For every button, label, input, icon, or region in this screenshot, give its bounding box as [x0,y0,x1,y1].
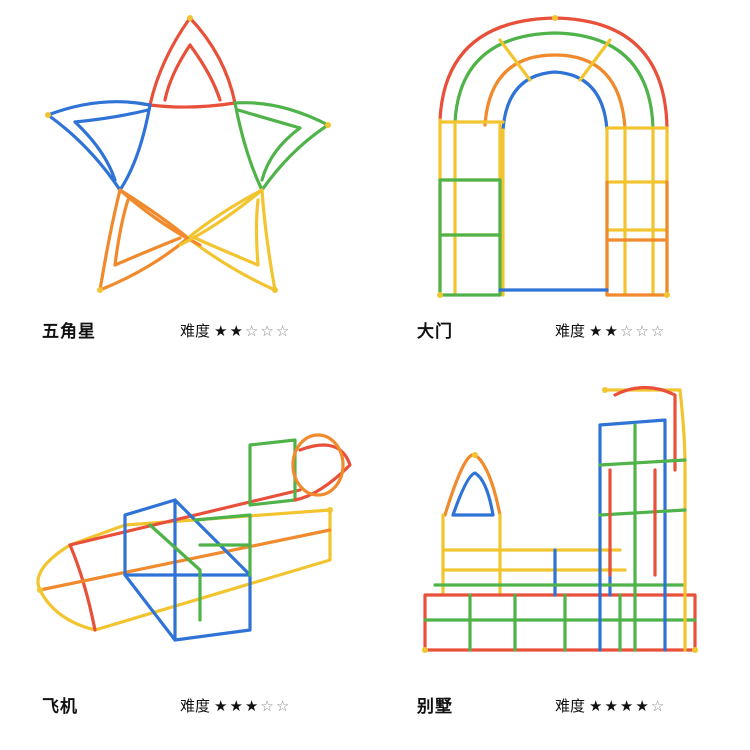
airplane-straw-model-image [36,433,352,642]
difficulty-label: 难度 [180,322,211,340]
panel-villa: 别墅 难度★★★★☆ [375,375,750,750]
panel-gate: 大门 难度★★☆☆☆ [375,0,750,375]
villa-straw-model-image [422,385,698,653]
difficulty-rating: 难度★★☆☆☆ [555,320,664,341]
item-name: 飞机 [42,697,78,717]
star-filled-icon: ★ [214,697,228,715]
star-filled-icon: ★ [604,322,618,340]
star-filled-icon: ★ [604,697,618,715]
star-empty-icon: ☆ [244,322,259,340]
star-empty-icon: ☆ [650,697,665,715]
star-empty-icon: ☆ [635,322,649,340]
difficulty-label: 难度 [555,322,586,340]
star-empty-icon: ☆ [260,322,274,340]
star-empty-icon: ☆ [619,322,634,340]
star-empty-icon: ☆ [650,322,665,340]
star-empty-icon: ☆ [275,322,290,340]
difficulty-rating: 难度★★★★☆ [555,695,664,716]
star-filled-icon: ★ [619,697,634,715]
star-filled-icon: ★ [229,697,243,715]
panel-star: 五角星 难度★★☆☆☆ [0,0,375,375]
star-filled-icon: ★ [229,322,243,340]
star-empty-icon: ☆ [260,697,274,715]
difficulty-label: 难度 [180,697,211,715]
star-filled-icon: ★ [214,322,228,340]
star-filled-icon: ★ [589,322,603,340]
difficulty-rating: 难度★★★☆☆ [180,695,289,716]
difficulty-label: 难度 [555,697,586,715]
gate-straw-model-image [437,15,670,298]
panel-airplane: 飞机 难度★★★☆☆ [0,375,375,750]
star-filled-icon: ★ [244,697,259,715]
star-empty-icon: ☆ [275,697,290,715]
difficulty-rating: 难度★★☆☆☆ [180,320,289,341]
star-filled-icon: ★ [635,697,649,715]
item-name: 大门 [417,322,453,342]
item-name: 别墅 [417,697,453,717]
star-filled-icon: ★ [589,697,603,715]
item-name: 五角星 [42,322,96,342]
star-straw-model-image [45,15,331,293]
